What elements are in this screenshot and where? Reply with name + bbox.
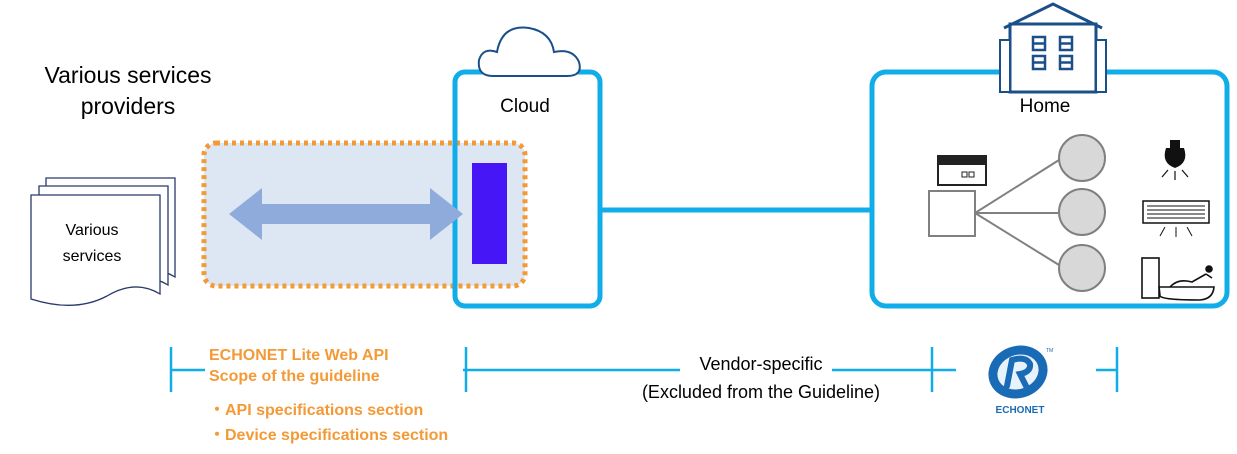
echonet-logo-text: ECHONET: [995, 405, 1045, 416]
house-icon: [999, 2, 1107, 94]
scope-title: ECHONET Lite Web API: [209, 347, 389, 364]
home-label: Home: [1019, 96, 1071, 117]
services-line-2: services: [62, 248, 122, 265]
device-circle-1: [1058, 134, 1106, 182]
device-circle-2: [1058, 188, 1106, 236]
providers-line-2: providers: [80, 93, 176, 119]
controller-box: [928, 190, 976, 237]
echonet-logo: TM: [988, 345, 1053, 399]
vendor-line-2: (Excluded from the Guideline): [641, 382, 881, 402]
light-bulb-icon: [1161, 140, 1189, 180]
vendor-label: Vendor-specific (Excluded from the Guide…: [596, 350, 926, 406]
providers-label: Various services providers: [8, 60, 248, 122]
services-document-stack: [30, 177, 176, 306]
cloud-label: Cloud: [500, 96, 550, 117]
api-double-arrow: [229, 188, 463, 240]
bathtub-icon: [1141, 257, 1215, 301]
device-circle-3: [1058, 244, 1106, 292]
providers-line-1: Various services: [44, 62, 212, 88]
air-conditioner-icon: [1142, 200, 1210, 237]
gateway-icon: [937, 155, 987, 186]
web-api-bar: [472, 163, 507, 264]
svg-text:TM: TM: [1046, 348, 1053, 354]
services-line-1: Various: [65, 222, 119, 239]
device-links: [974, 159, 1060, 266]
scope-subtitle: Scope of the guideline: [209, 368, 380, 385]
vendor-line-1: Vendor-specific: [699, 354, 823, 374]
scope-item-api: ・API specifications section: [209, 402, 424, 419]
cloud-icon: [477, 26, 581, 77]
scope-item-device: ・Device specifications section: [209, 427, 449, 444]
services-label: Various services: [44, 218, 140, 270]
services-document: [30, 194, 161, 306]
